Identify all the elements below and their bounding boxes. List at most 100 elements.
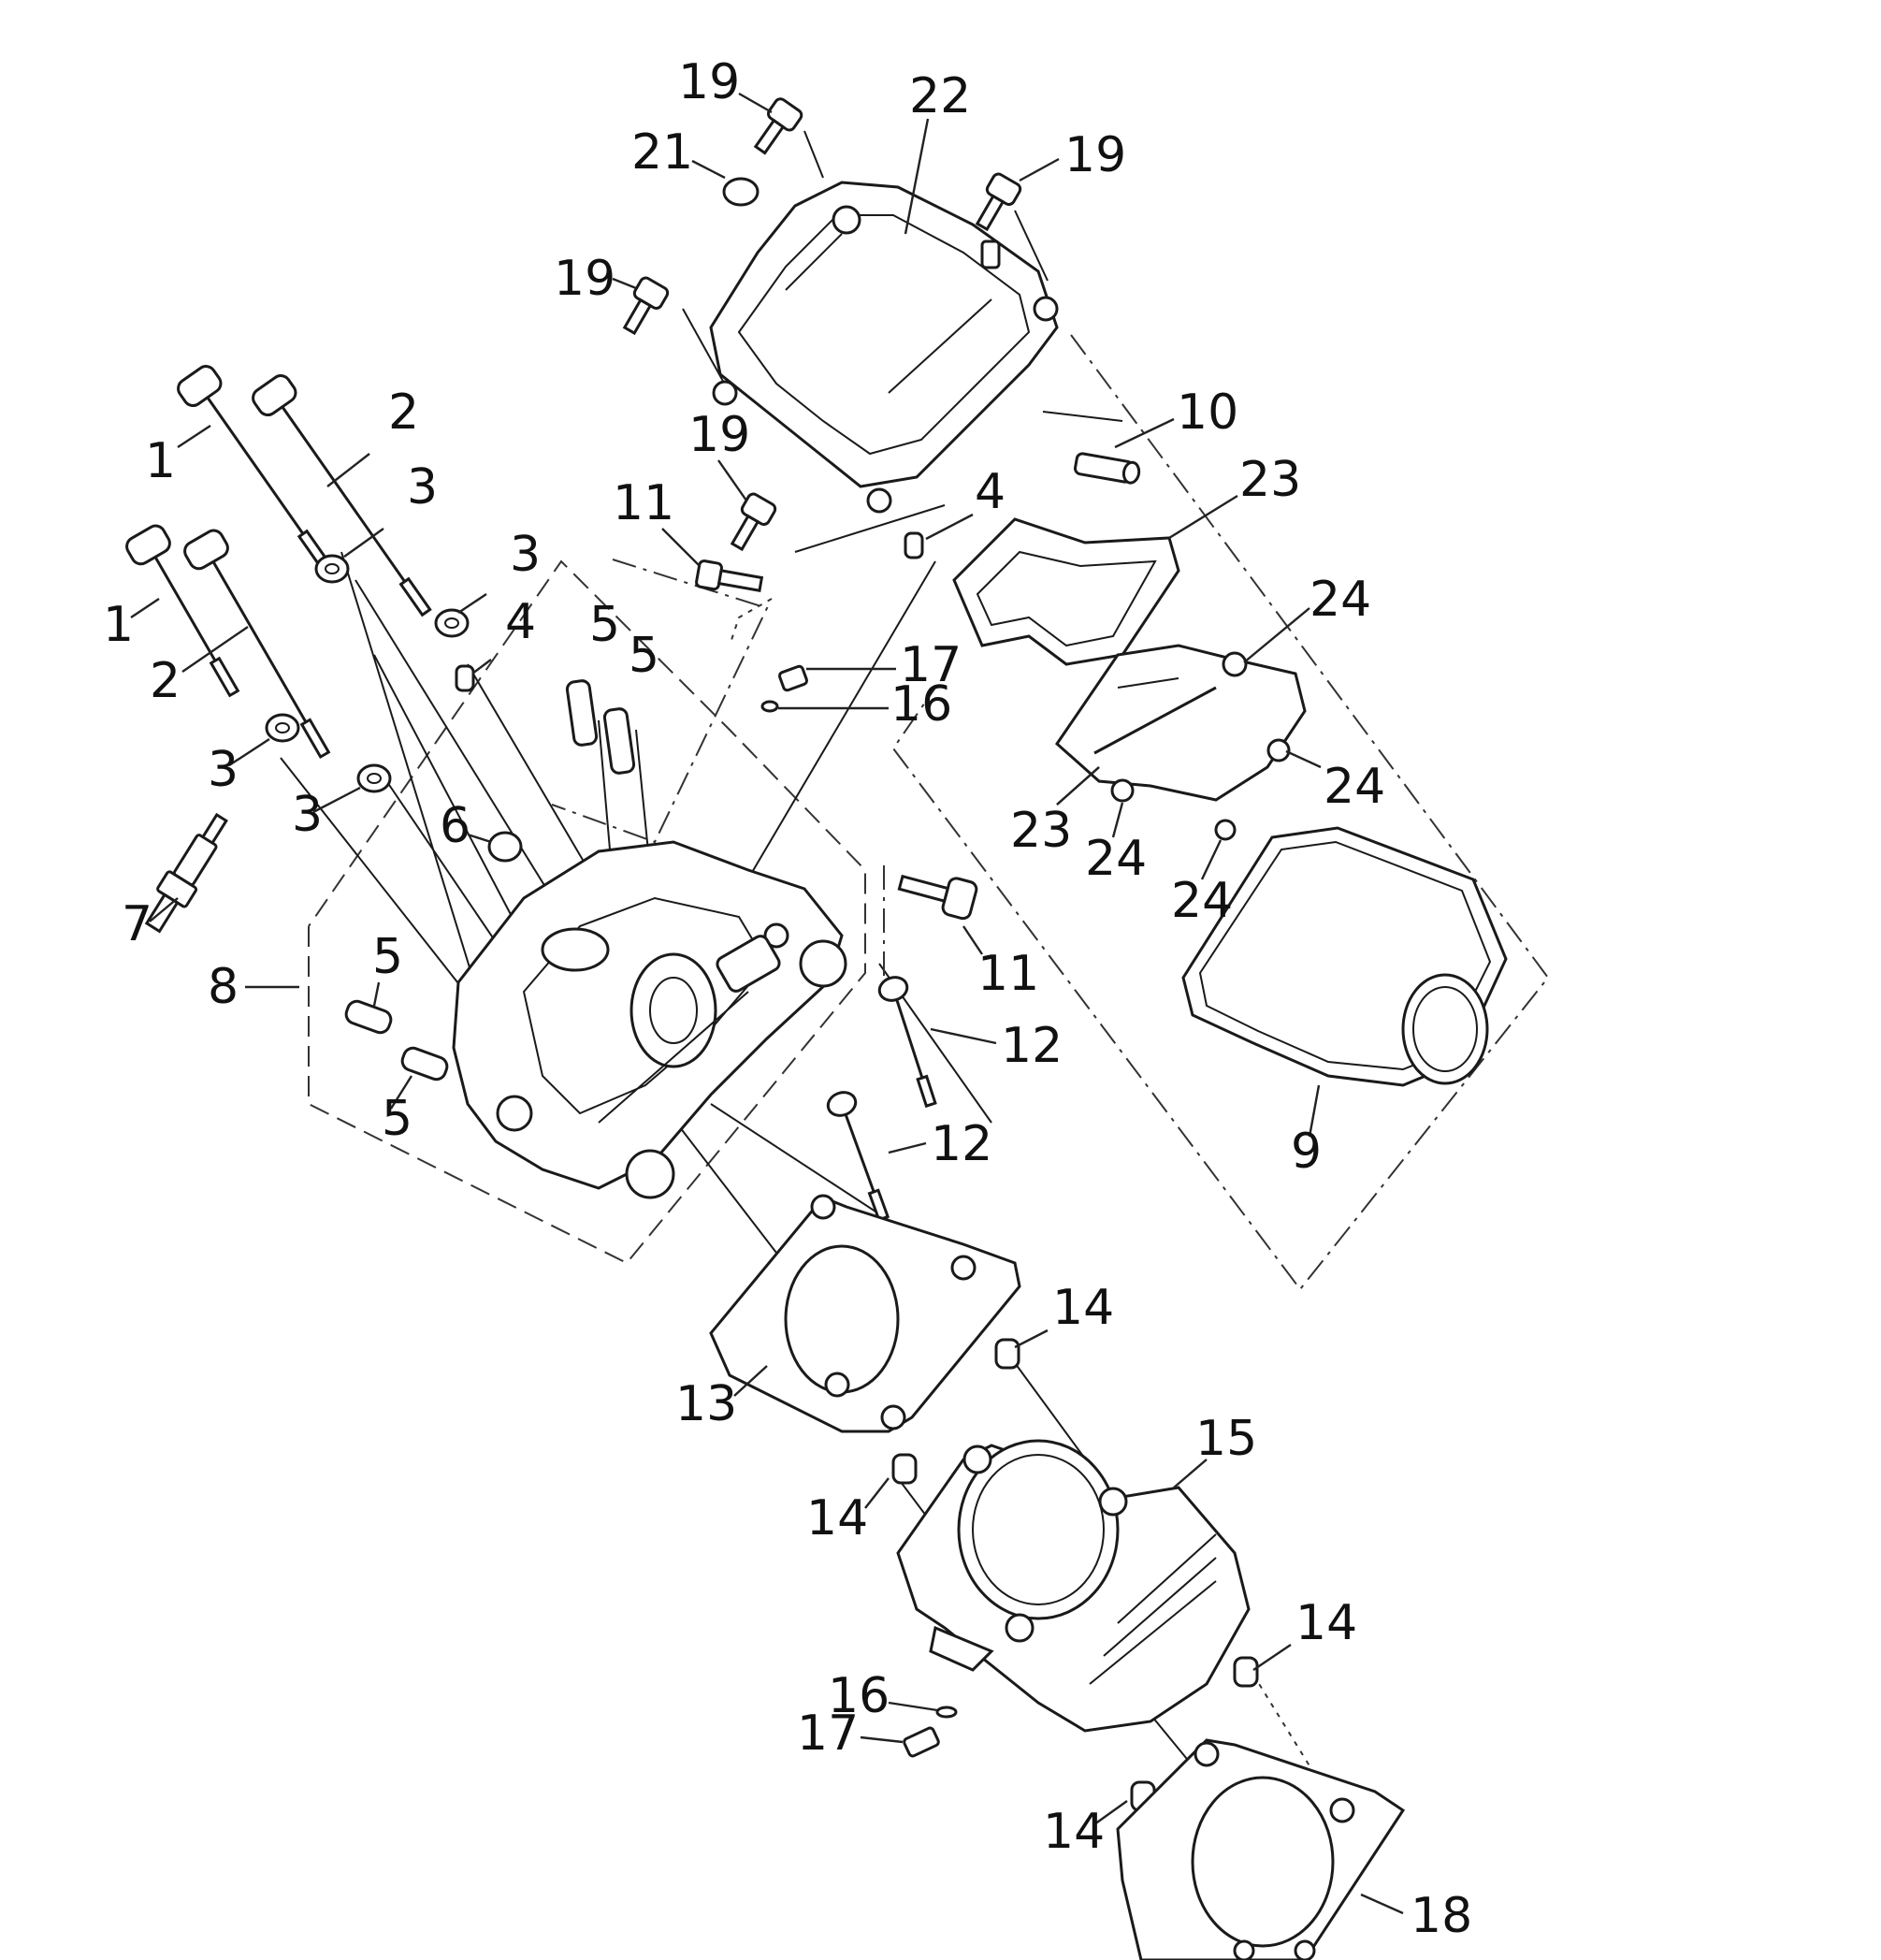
nut [1266,738,1291,762]
head-gasket [709,1194,1021,1433]
leader-line [1056,766,1100,806]
callout-label: 24 [1324,759,1385,815]
callout-label: 14 [806,1490,868,1546]
leader-line [1168,494,1238,540]
callout-label: 2 [150,653,181,709]
callout-label: 19 [554,251,615,307]
leader-line [733,1365,768,1397]
leader-line [228,737,270,767]
leader-line [471,659,492,675]
callout-label: 12 [931,1116,992,1172]
callout-label: 6 [440,798,470,854]
callout-label: 22 [909,68,971,124]
leader-line [149,897,179,922]
callout-label: 3 [510,527,541,583]
washers [265,554,470,793]
callout-label: 12 [1001,1018,1063,1074]
dowel-pin [891,1453,918,1485]
leader-line [1285,749,1322,769]
callout-label: 13 [675,1376,737,1432]
callout-label: 15 [1195,1411,1257,1467]
cylinder-head-cover [709,181,1059,514]
leader-line [372,981,381,1007]
leader-line [904,118,930,235]
callout-label: 7 [122,896,152,952]
leader-line [717,459,747,501]
leader-line [1014,1328,1049,1349]
callout-label: 9 [1291,1124,1322,1180]
leader-line [1093,1800,1128,1825]
leader-line [1114,417,1175,449]
callout-label: 17 [797,1706,859,1762]
head-bolts [125,365,432,760]
washer [760,700,779,713]
nut [487,831,523,863]
callout-label: 4 [505,594,536,650]
leader-line [1111,802,1124,838]
leader-line [343,528,384,558]
leader-line [691,159,726,180]
parts [125,97,1508,1960]
callouts: 19 22 21 19 19 19 10 23 4 11 24 17 [103,54,1472,1944]
leader-line [1360,1893,1404,1915]
leader-line [326,453,370,487]
callout-label: 17 [900,637,962,693]
callout-label: 8 [208,959,239,1015]
callout-label: 14 [1052,1280,1114,1336]
breather-plate [952,517,1180,666]
leader-line [888,1141,927,1154]
head-side-bolts [695,559,978,921]
callout-label: 16 [828,1668,890,1724]
valve-guides [344,679,636,1082]
dowel-pin [994,1338,1020,1370]
leader-line [130,598,160,618]
callout-label: 5 [372,929,403,985]
cover-bolts [622,97,1022,552]
callout-label: 1 [145,433,176,489]
nut [1110,778,1135,803]
leader-line [860,1735,904,1744]
callout-label: 16 [890,676,952,733]
callout-label: 18 [1411,1888,1472,1944]
leader-line [930,1027,997,1045]
leader-line [177,424,211,449]
leader-line [312,786,361,814]
leader-line [888,1701,938,1712]
leader-line [1308,1084,1321,1138]
base-gasket [1116,1738,1406,1960]
leader-line [467,833,492,844]
callout-label: 21 [631,124,693,181]
small-bolt [777,664,809,692]
leader-line [925,513,974,541]
reed-plate [1055,644,1307,802]
leader-line [457,593,487,614]
leader-line [1200,839,1223,880]
callout-label: 24 [1171,873,1233,929]
small-bolt [903,1726,940,1758]
leader-line [661,528,701,567]
leader-line [962,925,983,955]
leader-line [181,626,249,673]
leader-line [738,92,773,114]
callout-label: 5 [589,597,620,653]
callout-label: 11 [613,475,674,531]
callout-label: 19 [688,407,750,463]
cover-gasket [1181,826,1508,1087]
callout-label: 5 [629,628,659,684]
nut [1222,651,1248,677]
callout-label: 5 [382,1091,412,1147]
callout-label: 19 [1064,127,1126,183]
pin [1073,452,1141,485]
leader-line [612,277,637,290]
callout-label: 3 [208,742,239,798]
callout-label: 2 [388,385,419,441]
callout-label: 4 [975,464,1006,520]
cylinder-head [452,840,847,1199]
callout-label: 23 [1010,803,1072,859]
leader-line [1243,607,1310,663]
washer [935,1706,958,1719]
leader-line [389,1075,413,1110]
callout-label: 14 [1295,1595,1357,1651]
callout-label: 1 [103,597,134,653]
